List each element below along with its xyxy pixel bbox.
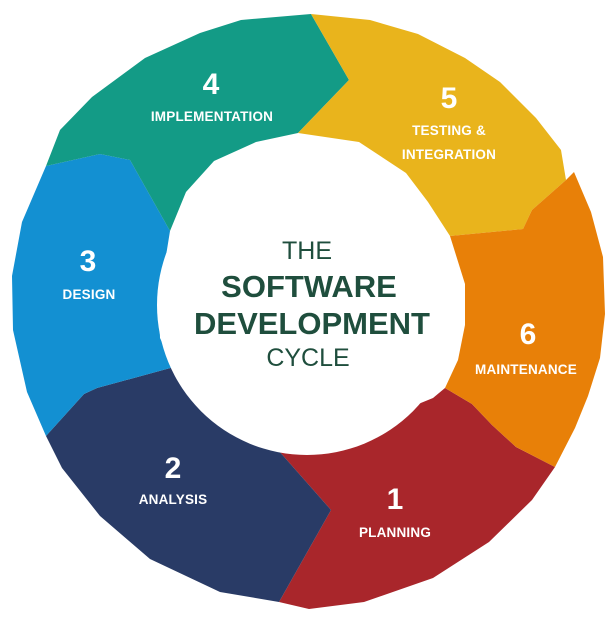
stage-3-label: DESIGN — [63, 287, 116, 302]
center-title-cycle: CYCLE — [266, 344, 349, 372]
center-circle — [157, 155, 457, 455]
stage-5-number: 5 — [441, 82, 458, 115]
stage-5-label-line1: TESTING & — [412, 123, 486, 138]
center-title: THE SOFTWARE DEVELOPMENT CYCLE — [194, 237, 430, 372]
stage-1-number: 1 — [387, 483, 404, 516]
stage-4-implementation: 4 IMPLEMENTATION — [151, 68, 273, 124]
center-title-the: THE — [282, 237, 332, 265]
stage-2-label: ANALYSIS — [139, 492, 208, 507]
stage-4-label: IMPLEMENTATION — [151, 109, 273, 124]
stage-5-testing-integration: 5 TESTING & INTEGRATION — [402, 82, 496, 162]
stage-5-label-line2: INTEGRATION — [402, 147, 496, 162]
stage-2-number: 2 — [165, 452, 182, 485]
segment-2-analysis — [46, 367, 331, 602]
center-title-development: DEVELOPMENT — [194, 306, 430, 341]
stage-6-label: MAINTENANCE — [475, 362, 577, 377]
segment-6-maintenance — [445, 172, 605, 467]
center-title-software: SOFTWARE — [221, 269, 397, 304]
stage-6-number: 6 — [520, 318, 537, 351]
stage-1-label: PLANNING — [359, 525, 431, 540]
stage-2-analysis: 2 ANALYSIS — [139, 452, 208, 507]
stage-1-planning: 1 PLANNING — [359, 483, 431, 540]
stage-3-number: 3 — [80, 245, 97, 278]
stage-3-design: 3 DESIGN — [63, 245, 116, 302]
stage-4-number: 4 — [203, 68, 220, 101]
segment-4-implementation — [46, 14, 349, 231]
segment-3-design — [12, 154, 174, 436]
segment-5-testing-integration — [298, 14, 566, 236]
stage-6-maintenance: 6 MAINTENANCE — [475, 318, 577, 377]
